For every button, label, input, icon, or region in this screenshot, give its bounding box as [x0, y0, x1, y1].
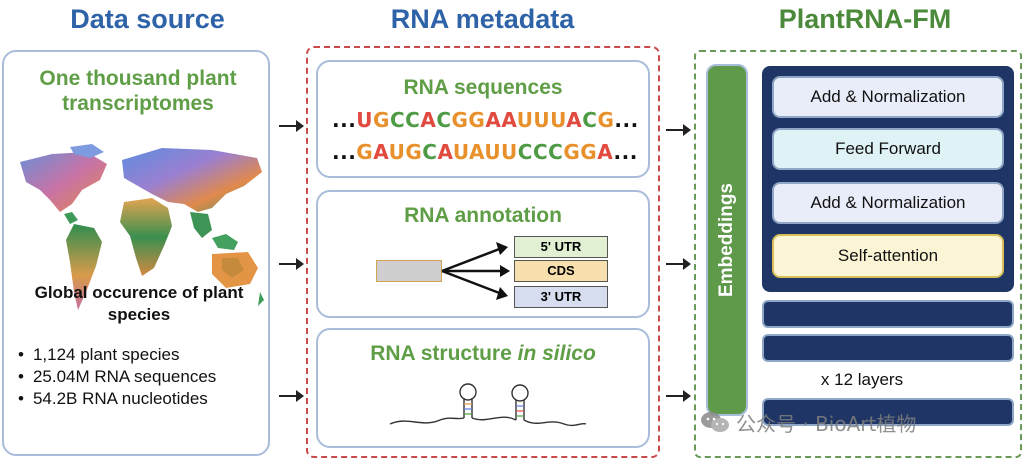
feed-forward-layer: Feed Forward — [772, 128, 1004, 170]
arrow-to-sequences — [279, 120, 304, 132]
plantrna-fm-title: PlantRNA-FM — [778, 4, 952, 34]
map-caption: Global occurence of plant species — [34, 283, 244, 324]
nucleotide-segment: C — [436, 108, 452, 132]
nucleotide-segment: C — [582, 108, 598, 132]
nucleotide-segment: C — [422, 140, 438, 164]
rna-sequence-2: ...GAUGCAUAUUCCCGGA... — [332, 140, 638, 164]
embeddings-bar: Embeddings — [706, 64, 748, 416]
nucleotide-segment: GG — [451, 108, 486, 132]
arrow-anno-to-model — [666, 258, 691, 270]
wechat-icon — [701, 412, 729, 432]
nucleotide-segment: ... — [332, 108, 357, 132]
rna-hairpin-illustration — [389, 383, 587, 427]
rna-structure-title-main: RNA structure — [370, 342, 518, 365]
stat-species: 1,124 plant species — [18, 344, 216, 366]
layer-repeat-label: x 12 layers — [820, 370, 904, 389]
rna-annotation-box: RNA annotation 5' UTR CDS 3' UTR — [316, 190, 650, 318]
utr5-label: 5' UTR — [514, 236, 608, 258]
nucleotide-segment: GG — [563, 140, 598, 164]
nucleotide-segment: U — [356, 108, 374, 132]
stacked-layer-3 — [762, 398, 1014, 426]
nucleotide-segment: CCC — [517, 140, 564, 164]
plantrna-fm-panel — [694, 50, 1022, 458]
nucleotide-segment: G — [597, 108, 615, 132]
nucleotide-segment: UUU — [516, 108, 567, 132]
world-map-image — [20, 144, 264, 310]
data-source-panel: One thousand plant transcriptomes — [2, 50, 270, 456]
nucleotide-segment: A — [420, 108, 437, 132]
add-norm-layer-top: Add & Normalization — [772, 76, 1004, 118]
stat-sequences: 25.04M RNA sequences — [18, 366, 216, 388]
arrow-seq-to-model — [666, 124, 691, 136]
arrow-to-annotation — [279, 258, 304, 270]
stat-nucleotides: 54.2B RNA nucleotides — [18, 388, 216, 410]
nucleotide-segment: ... — [332, 140, 357, 164]
nucleotide-segment: AA — [485, 108, 517, 132]
rna-sequence-1: ...UGCCACGGAAUUUACG... — [332, 108, 639, 132]
arrow-struct-to-model — [666, 390, 691, 402]
nucleotide-segment: ... — [613, 140, 638, 164]
nucleotide-segment: A — [373, 140, 389, 164]
add-norm-layer-bottom: Add & Normalization — [772, 182, 1004, 224]
arrow-to-structure — [279, 390, 304, 402]
rna-sequences-title: RNA sequences — [403, 76, 563, 99]
nucleotide-segment: G — [405, 140, 423, 164]
utr3-label: 3' UTR — [514, 286, 608, 308]
nucleotide-segment: ... — [614, 108, 639, 132]
transcript-block — [376, 260, 442, 282]
cds-label: CDS — [514, 260, 608, 282]
nucleotide-segment: G — [373, 108, 390, 132]
rna-sequences-box: RNA sequences ...UGCCACGGAAUUUACG... ...… — [316, 60, 650, 178]
stacked-layer-2 — [762, 334, 1014, 362]
rna-structure-title: RNA structure in silico — [318, 342, 648, 366]
watermark: 公众号 · BioArt植物 — [700, 404, 1010, 440]
stacked-layer-1 — [762, 300, 1014, 328]
nucleotide-segment: CC — [389, 108, 421, 132]
transcriptomes-heading: One thousand plant transcriptomes — [39, 67, 237, 115]
self-attention-layer: Self-attention — [772, 234, 1004, 278]
branch-arrows — [441, 242, 510, 300]
transformer-block: Add & Normalization Feed Forward Add & N… — [762, 66, 1014, 292]
stats-list: 1,124 plant species 25.04M RNA sequences… — [18, 344, 216, 410]
rna-metadata-title: RNA metadata — [390, 4, 575, 34]
rna-structure-box: RNA structure in silico — [316, 328, 650, 448]
nucleotide-segment: A — [437, 140, 453, 164]
data-source-title: Data source — [70, 4, 225, 34]
nucleotide-segment: UAUU — [452, 140, 518, 164]
nucleotide-segment: A — [566, 108, 583, 132]
nucleotide-segment: A — [597, 140, 614, 164]
nucleotide-segment: U — [388, 140, 406, 164]
watermark-text: 公众号 · BioArt植物 — [736, 411, 917, 436]
rna-annotation-title: RNA annotation — [404, 204, 562, 227]
rna-metadata-panel — [306, 46, 660, 458]
nucleotide-segment: G — [356, 140, 374, 164]
rna-structure-title-italic: in silico — [517, 342, 596, 365]
embeddings-label: Embeddings — [716, 182, 737, 298]
